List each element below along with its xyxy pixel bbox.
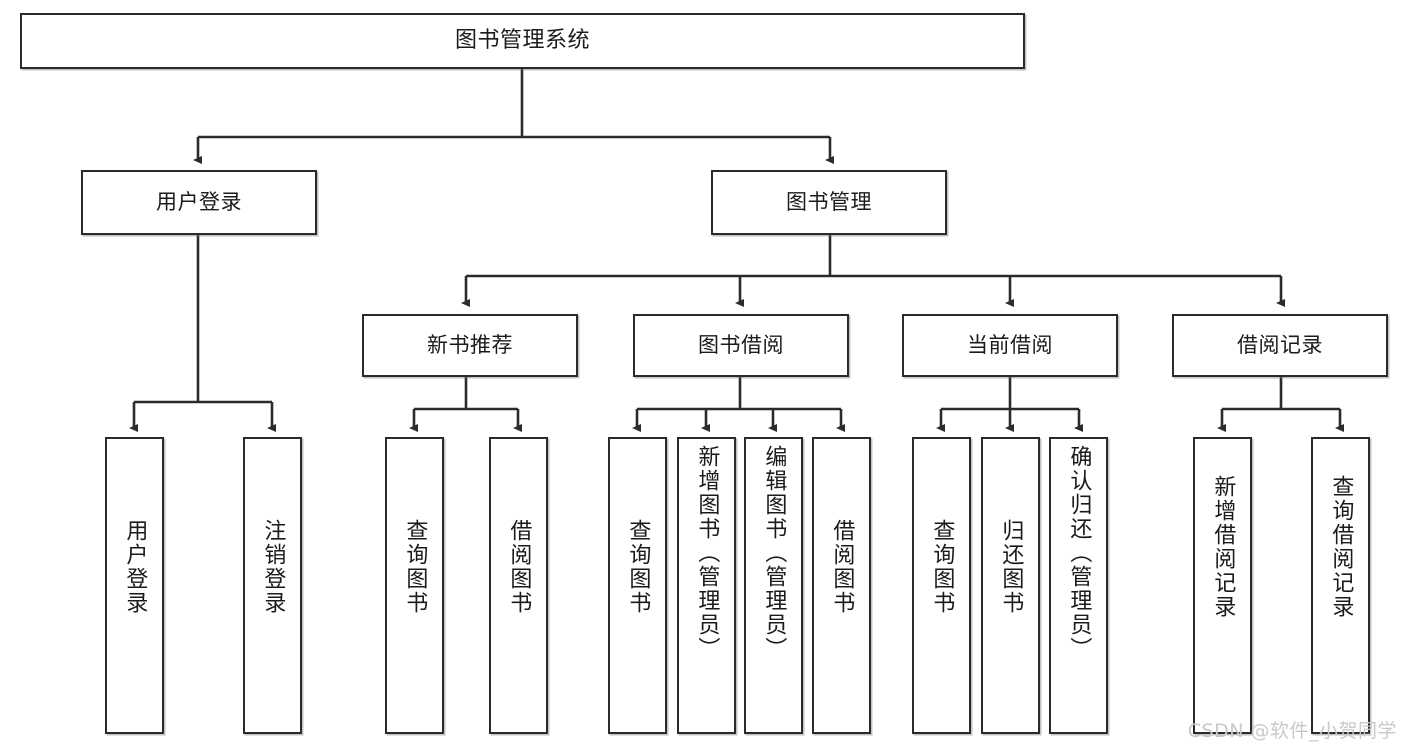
leaf-current-return-book[interactable]: 归还图书 <box>981 437 1040 734</box>
node-label: 注销登录 <box>260 519 286 615</box>
node-book-borrow[interactable]: 图书借阅 <box>633 314 849 377</box>
leaf-borrow-query-book[interactable]: 查询图书 <box>608 437 667 734</box>
node-label: 图书管理系统 <box>454 28 590 54</box>
leaf-user-login-signin[interactable]: 用户登录 <box>105 437 164 734</box>
node-label: 图书借阅 <box>698 333 784 358</box>
leaf-borrow-borrow-book[interactable]: 借阅图书 <box>812 437 871 734</box>
node-label: 当前借阅 <box>967 333 1053 358</box>
node-label: 用户登录 <box>156 190 242 215</box>
node-user-login[interactable]: 用户登录 <box>81 170 317 235</box>
node-new-book-recommend[interactable]: 新书推荐 <box>362 314 578 377</box>
node-book-management[interactable]: 图书管理 <box>711 170 947 235</box>
node-borrow-record[interactable]: 借阅记录 <box>1172 314 1388 377</box>
node-label: 归还图书 <box>998 519 1024 615</box>
node-label: 查询图书 <box>402 519 428 615</box>
node-root-system[interactable]: 图书管理系统 <box>20 13 1025 69</box>
node-label: 新增图书（管理员） <box>694 445 720 661</box>
node-label: 图书管理 <box>786 190 872 215</box>
leaf-current-confirm-return-admin[interactable]: 确认归还（管理员） <box>1049 437 1108 734</box>
leaf-recommend-borrow-book[interactable]: 借阅图书 <box>489 437 548 734</box>
node-label: 确认归还（管理员） <box>1066 445 1092 661</box>
leaf-borrow-add-book-admin[interactable]: 新增图书（管理员） <box>677 437 736 734</box>
node-label: 借阅图书 <box>829 519 855 615</box>
leaf-current-query-book[interactable]: 查询图书 <box>912 437 971 734</box>
leaf-borrow-edit-book-admin[interactable]: 编辑图书（管理员） <box>744 437 803 734</box>
node-label: 查询图书 <box>625 519 651 615</box>
leaf-user-login-signout[interactable]: 注销登录 <box>243 437 302 734</box>
leaf-record-query-record[interactable]: 查询借阅记录 <box>1311 437 1370 734</box>
leaf-recommend-query-book[interactable]: 查询图书 <box>385 437 444 734</box>
node-current-borrow[interactable]: 当前借阅 <box>902 314 1118 377</box>
node-label: 查询图书 <box>929 519 955 615</box>
node-label: 借阅图书 <box>506 519 532 615</box>
node-label: 借阅记录 <box>1237 333 1323 358</box>
node-label: 编辑图书（管理员） <box>761 445 787 661</box>
node-label: 新书推荐 <box>427 333 513 358</box>
node-label: 查询借阅记录 <box>1328 475 1354 619</box>
node-label: 用户登录 <box>122 519 148 615</box>
leaf-record-add-record[interactable]: 新增借阅记录 <box>1193 437 1252 734</box>
watermark-text: CSDN @软件_小贺同学 <box>1187 720 1397 742</box>
node-label: 新增借阅记录 <box>1210 475 1236 619</box>
